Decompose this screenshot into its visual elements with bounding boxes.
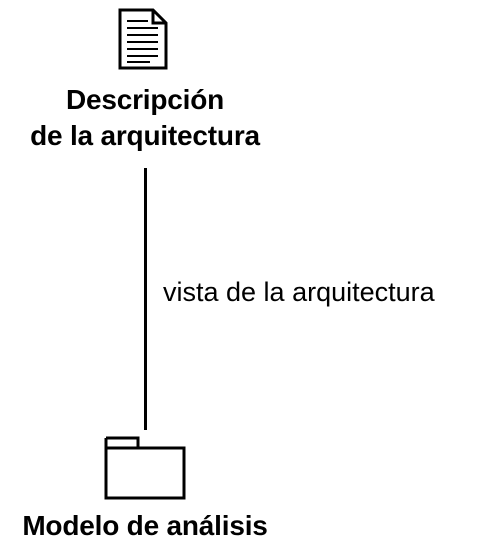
package-folder-icon xyxy=(104,436,186,500)
relationship-label: vista de la arquitectura xyxy=(163,277,435,307)
architecture-description-title-line2: de la arquitectura xyxy=(30,120,260,151)
analysis-model-title: Modelo de análisis xyxy=(22,510,268,541)
architecture-description-title-line1: Descripción xyxy=(65,84,225,115)
document-icon xyxy=(118,8,168,70)
relationship-line xyxy=(144,168,147,430)
architecture-description-title: Descripción de la arquitectura xyxy=(0,82,290,154)
